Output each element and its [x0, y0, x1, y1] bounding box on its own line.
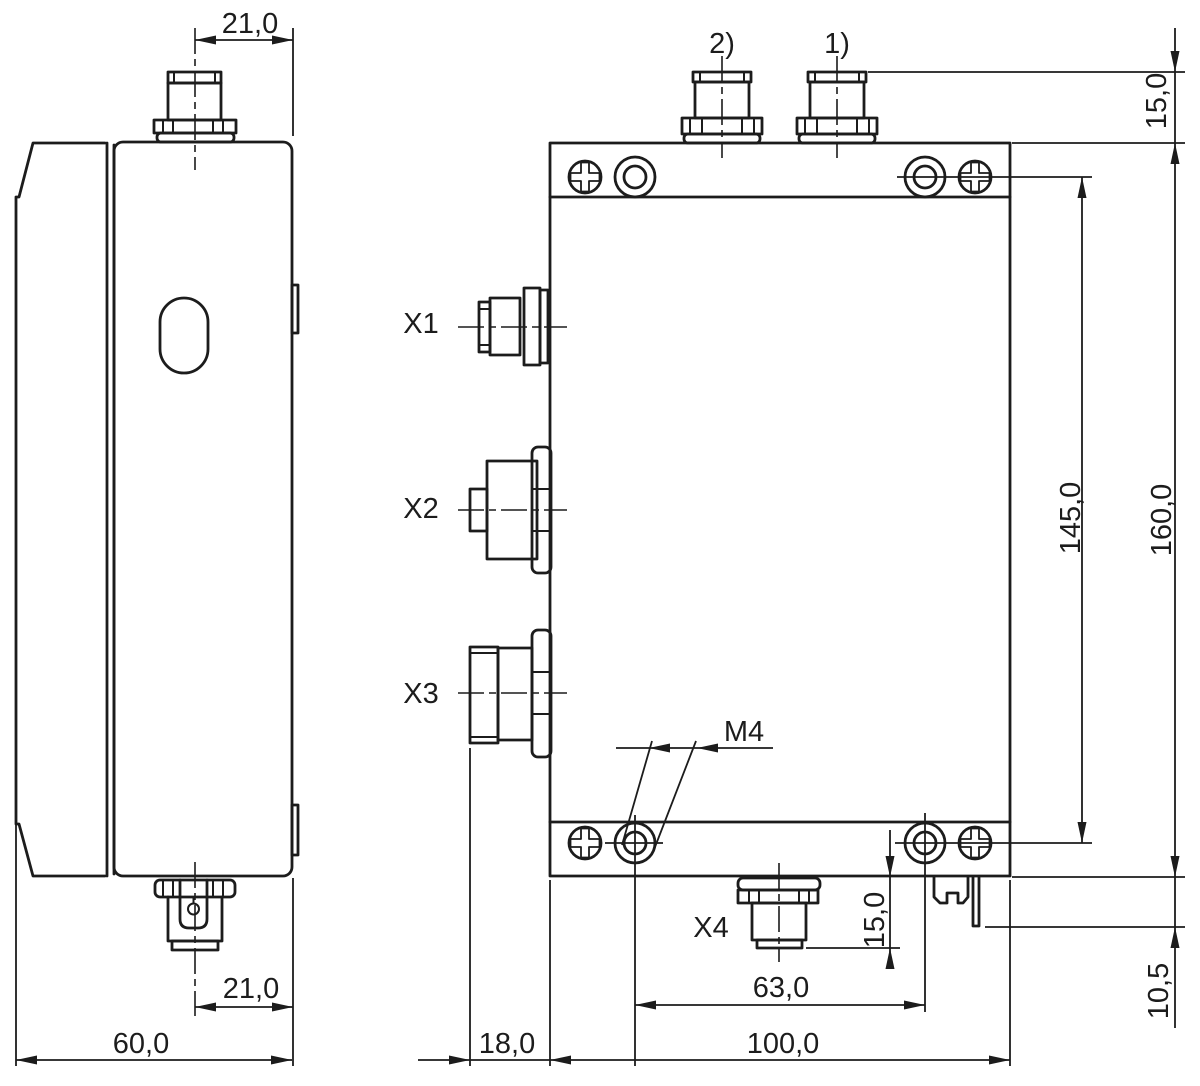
dim-mount-hole-spacing-v: 145,0: [1055, 482, 1087, 555]
label-connector-2: 2): [709, 28, 735, 60]
label-connector-1: 1): [824, 28, 850, 60]
label-x3: X3: [403, 678, 438, 710]
label-m4-thread: M4: [724, 716, 764, 748]
dim-side-width: 60,0: [113, 1028, 169, 1060]
label-x2: X2: [403, 493, 438, 525]
side-rail-tab-bottom: [290, 803, 300, 857]
label-x1: X1: [403, 308, 438, 340]
dim-housing-width: 100,0: [747, 1028, 820, 1060]
dim-din-clip-offset: 10,5: [1143, 963, 1175, 1019]
drawing-labels: 21,0 2) 1) X1 X2 X3 M4 X4 15,0 145,0 160…: [113, 8, 1178, 1060]
front-housing-body: [548, 141, 1012, 878]
dim-side-depth: 18,0: [479, 1028, 535, 1060]
m4-leader: [616, 740, 773, 848]
dim-x4-depth: 15,0: [859, 892, 891, 948]
dim-mount-hole-spacing-h: 63,0: [753, 972, 809, 1004]
side-window-cutout: [158, 296, 210, 375]
screw-top-left: [567, 159, 603, 195]
screw-bottom-left: [567, 825, 603, 861]
din-rail-clip: [932, 875, 981, 928]
dim-housing-height: 160,0: [1146, 484, 1178, 557]
dim-top-connector-height: 15,0: [1141, 73, 1173, 129]
dim-side-bottom-offset: 21,0: [223, 973, 279, 1005]
side-rail-tab-top: [290, 283, 300, 335]
side-housing-body: [112, 140, 294, 878]
dimensions: [15, 28, 1185, 1066]
dim-side-top-offset: 21,0: [222, 8, 278, 40]
label-x4: X4: [693, 912, 728, 944]
center-lines: [194, 28, 838, 1016]
side-back-plate: [14, 141, 107, 878]
mount-hole-top-left: [613, 155, 657, 199]
side-view: [14, 70, 300, 952]
